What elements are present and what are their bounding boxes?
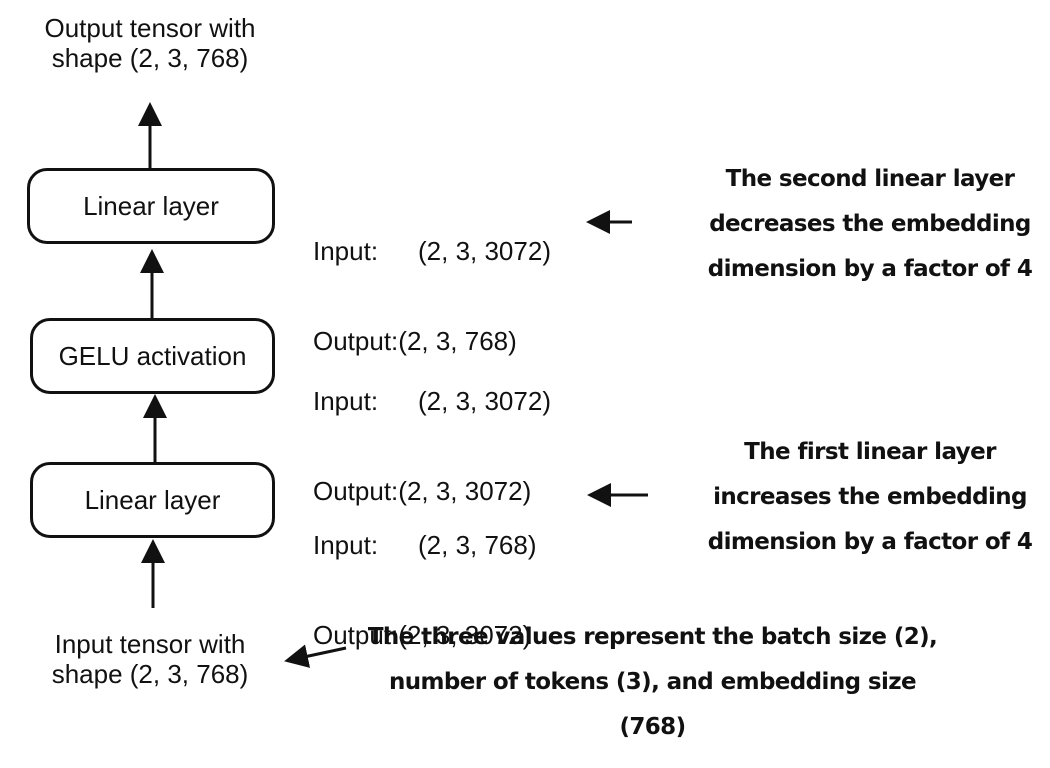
output-key: Output:	[313, 476, 399, 506]
output-tensor-label: Output tensor with shape (2, 3, 768)	[20, 13, 280, 73]
input-key: Input:	[313, 530, 379, 560]
note-second-linear-layer: The second linear layer decreases the em…	[700, 157, 1040, 292]
linear-layer-2-shapes: Input: (2, 3, 3072) Output:(2, 3, 768)	[313, 176, 551, 386]
gelu-activation-box: GELU activation	[30, 318, 275, 394]
note-line: increases the embedding	[713, 484, 1027, 510]
output-value: (2, 3, 3072)	[398, 620, 532, 650]
note-line: (768)	[619, 714, 686, 740]
input-value: (2, 3, 3072)	[418, 386, 551, 416]
output-key: Output:	[313, 326, 399, 356]
output-value: (2, 3, 768)	[398, 326, 517, 356]
input-value: (2, 3, 768)	[418, 530, 537, 560]
linear-layer-2-label: Linear layer	[83, 190, 219, 221]
note-line: decreases the embedding	[709, 211, 1031, 237]
note-line: The second linear layer	[725, 166, 1015, 192]
note-input-values: The three values represent the batch siz…	[345, 615, 960, 750]
linear-layer-2-box: Linear layer	[27, 168, 275, 244]
gelu-activation-label: GELU activation	[58, 340, 247, 371]
linear-layer-1-shapes: Input:(2, 3, 768) Output:(2, 3, 3072)	[313, 470, 537, 680]
note-line: dimension by a factor of 4	[707, 256, 1033, 282]
output-tensor-line2: shape (2, 3, 768)	[51, 43, 249, 73]
note-first-linear-layer: The first linear layer increases the emb…	[700, 430, 1040, 565]
output-value: (2, 3, 3072)	[398, 476, 532, 506]
input-tensor-line2: shape (2, 3, 768)	[51, 659, 249, 689]
linear-layer-1-box: Linear layer	[30, 462, 275, 538]
output-key: Output:	[313, 620, 399, 650]
note-line: The first linear layer	[744, 439, 996, 465]
linear-layer-1-label: Linear layer	[84, 484, 221, 515]
input-value: (2, 3, 3072)	[418, 236, 551, 266]
input-key: Input:	[313, 386, 379, 416]
note-line: The three values represent the batch siz…	[367, 624, 938, 650]
input-tensor-label: Input tensor with shape (2, 3, 768)	[20, 629, 280, 689]
output-tensor-line1: Output tensor with	[44, 13, 256, 43]
note-line: dimension by a factor of 4	[707, 529, 1033, 555]
note-line: number of tokens (3), and embedding size	[388, 669, 917, 695]
arrow-note-input-values	[284, 644, 347, 668]
input-tensor-line1: Input tensor with	[54, 629, 246, 659]
gelu-activation-shapes: Input:(2, 3, 3072) Output:(2, 3, 3072)	[313, 326, 551, 536]
input-key: Input:	[313, 236, 379, 266]
